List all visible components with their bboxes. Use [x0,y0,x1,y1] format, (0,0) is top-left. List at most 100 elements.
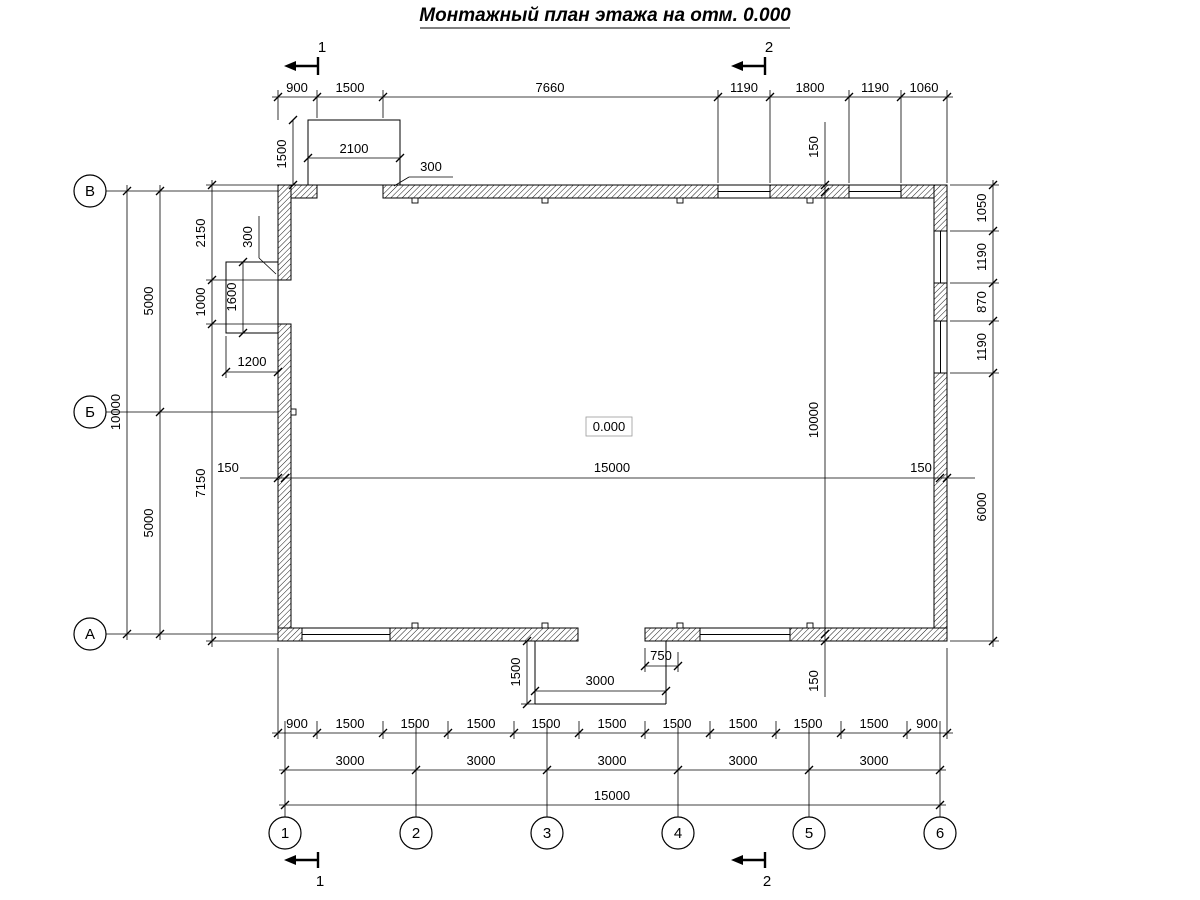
dim-text: 15000 [594,788,630,803]
dim-text: 1600 [224,283,239,312]
dim-text: 900 [286,80,308,95]
column-axes: 1 2 3 4 5 6 [268,721,957,850]
window-top-2 [849,184,901,199]
axis-label-V: В [85,183,95,200]
section-arrow-icon [284,855,296,865]
axis-circle-4 [661,816,695,850]
dim-text: 1190 [974,243,989,271]
embedded-plate-marks [290,197,814,629]
axis-circle-V [73,174,107,208]
dim-text: 7660 [536,80,565,95]
dim-text: 5000 [141,287,156,316]
axis-label-5: 5 [805,825,813,842]
dim-text: 2150 [193,219,208,248]
dim-text: 1500 [598,716,627,731]
section-label: 2 [765,39,773,56]
dim-text: 150 [806,670,821,692]
dim-canopy: 2100 1500 [274,115,405,190]
dim-text: 1500 [508,658,523,687]
axis-label-B: Б [85,404,95,421]
dim-text: 3000 [860,753,889,768]
section-marker-1-top: 1 [284,39,326,75]
dim-text: 1500 [794,716,823,731]
axis-label-A: А [85,626,95,643]
dim-text: 10000 [108,394,123,430]
dim-text: 7150 [193,469,208,498]
dim-right-column: 1050 1190 870 1190 6000 [950,180,999,647]
row-axes: В Б А [73,174,278,651]
dim-text: 1500 [401,716,430,731]
dim-text: 1500 [336,80,365,95]
dim-text: 300 [240,226,255,248]
dim-text: 10000 [806,402,821,438]
window-bottom-1 [302,627,390,642]
dim-text: 1190 [730,80,758,95]
bottom-porch [534,641,667,705]
dim-text: 15000 [594,460,630,475]
dim-text: 1500 [860,716,889,731]
dim-text: 6000 [974,493,989,522]
window-right-2 [933,321,948,373]
dim-text: 750 [650,648,672,663]
dim-text: 3000 [586,673,615,688]
axis-circle-2 [399,816,433,850]
axis-label-3: 3 [543,825,551,842]
dim-text: 1500 [532,716,561,731]
dim-text: 1190 [974,333,989,361]
dim-text: 1000 [193,288,208,317]
section-label: 1 [318,39,326,56]
dim-bottom-row3: 15000 [279,788,946,810]
axis-circle-3 [530,816,564,850]
dim-top-row: 900 1500 7660 1190 1800 1190 1060 [272,80,953,183]
dim-text: 870 [974,291,989,313]
dim-left-axis-spacing: 5000 5000 [141,185,165,640]
window-top-1 [718,184,770,199]
dim-text: 1500 [274,140,289,169]
dim-bottom-row1: 900 1500 1500 1500 1500 1500 1500 1500 1… [272,648,953,739]
axis-circle-B [73,395,107,429]
walls [225,119,948,705]
section-marker-1-bottom: 1 [284,852,324,890]
section-arrow-icon [284,61,296,71]
dim-porch: 1500 750 3000 [508,636,683,709]
dim-text: 5000 [141,509,156,538]
entrance-canopy [307,119,401,186]
elevation-label: 0.000 [593,419,626,434]
left-vestibule [225,261,279,334]
elevation-box [585,416,633,437]
section-label: 1 [316,873,324,890]
dim-text: 3000 [336,753,365,768]
dim-text: 2100 [340,141,369,156]
axis-label-2: 2 [412,825,420,842]
axis-circle-1 [268,816,302,850]
section-arrow-icon [731,61,743,71]
dim-text: 1500 [467,716,496,731]
axis-label-1: 1 [281,825,289,842]
dim-text: 1500 [663,716,692,731]
dim-left-detail: 2150 1000 7150 [193,180,278,647]
dim-text: 1500 [336,716,365,731]
dim-wall-thickness-left: 300 [240,216,277,275]
dim-text: 1050 [974,194,989,223]
dim-text: 1800 [796,80,825,95]
dim-text: 150 [217,460,239,475]
dim-text: 3000 [598,753,627,768]
axis-label-6: 6 [936,825,944,842]
section-arrow-icon [731,855,743,865]
dim-wall-thickness-top: 300 [393,159,453,187]
dim-bottom-row2: 3000 3000 3000 3000 3000 [279,753,946,775]
dim-text: 150 [806,136,821,158]
dim-middle-row: 150 15000 150 [217,460,975,483]
drawing-title: Монтажный план этажа на отм. 0.000 [419,5,791,26]
axis-circle-A [73,617,107,651]
axis-circle-5 [792,816,826,850]
window-right-1 [933,231,948,283]
dim-text: 300 [420,159,442,174]
section-marker-2-bottom: 2 [731,852,771,890]
dim-text: 900 [286,716,308,731]
section-marker-2-top: 2 [731,39,773,75]
dim-text: 3000 [467,753,496,768]
dim-text: 1200 [238,354,267,369]
